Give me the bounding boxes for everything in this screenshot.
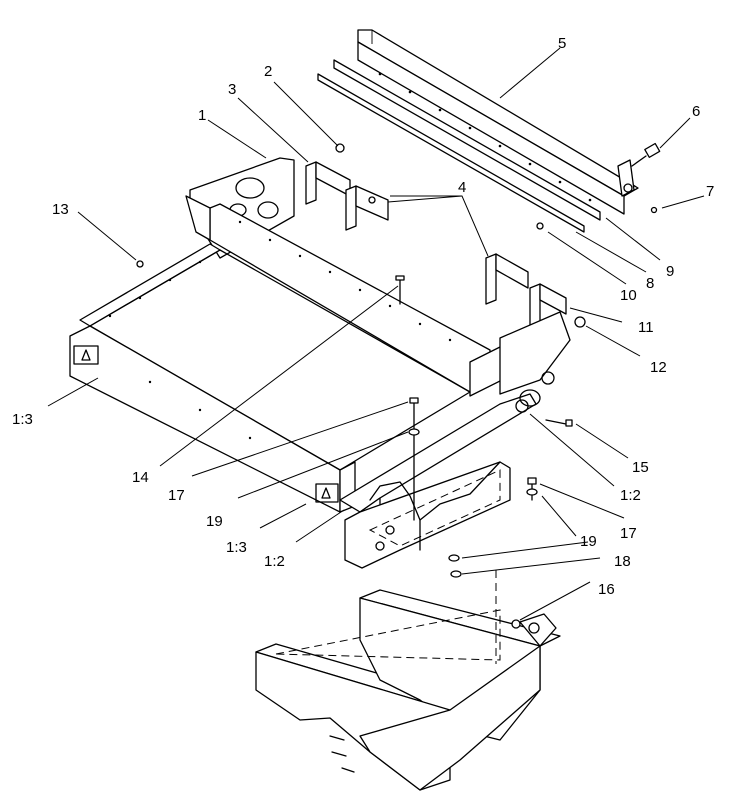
callout-1-2-right: 1:2 <box>620 487 641 504</box>
callout-6: 6 <box>692 103 700 120</box>
callout-19-right: 19 <box>580 533 597 550</box>
nut-part-18 <box>450 570 462 578</box>
screw-part-10 <box>536 222 544 230</box>
callout-12: 12 <box>650 359 667 376</box>
washer-part-19-right <box>526 488 538 496</box>
bolt-part-14 <box>395 275 405 305</box>
callout-9: 9 <box>666 263 674 280</box>
callout-4: 4 <box>458 179 466 196</box>
callout-7: 7 <box>706 183 714 200</box>
bolts-lower-left <box>329 735 355 773</box>
tray-assembly-1-3 <box>69 195 503 513</box>
callout-labels: 1 2 3 4 5 6 7 8 9 10 11 12 13 14 15 16 1… <box>12 35 714 598</box>
slide-carriage <box>344 461 511 569</box>
callout-3: 3 <box>228 81 236 98</box>
callout-8: 8 <box>646 275 654 292</box>
callout-2: 2 <box>264 63 272 80</box>
rivet-part-7 <box>650 206 658 214</box>
bolt-part-6 <box>631 142 661 167</box>
bolt-part-16 <box>511 619 521 629</box>
nut-part-12 <box>574 316 586 328</box>
washer-part-19-left <box>408 428 420 436</box>
bracket-part-3 <box>305 161 351 205</box>
bolt-part-17-left <box>409 397 419 521</box>
washer-part-19-lower <box>448 554 460 562</box>
bolt-part-15 <box>545 419 573 427</box>
callout-1-2-bottom: 1:2 <box>264 553 285 570</box>
callout-14: 14 <box>132 469 149 486</box>
callout-1: 1 <box>198 107 206 124</box>
bracket-part-11 <box>529 283 567 331</box>
callout-1-3-left: 1:3 <box>12 411 33 428</box>
lower-chassis-frame <box>255 570 561 791</box>
callout-10: 10 <box>620 287 637 304</box>
callout-15: 15 <box>632 459 649 476</box>
callout-17-left: 17 <box>168 487 185 504</box>
callout-11: 11 <box>638 319 654 336</box>
callout-17-right: 17 <box>620 525 637 542</box>
screw-part-13 <box>136 260 144 268</box>
callout-16: 16 <box>598 581 615 598</box>
bracket-part-4-lower <box>485 253 529 305</box>
callout-1-3-bottom: 1:3 <box>226 539 247 556</box>
callout-5: 5 <box>558 35 566 52</box>
callout-13: 13 <box>52 201 69 218</box>
leader-lines <box>47 47 705 621</box>
top-rail-assembly <box>317 29 639 233</box>
callout-19-left: 19 <box>206 513 223 530</box>
bracket-part-4-upper <box>345 185 389 231</box>
callout-18: 18 <box>614 553 631 570</box>
